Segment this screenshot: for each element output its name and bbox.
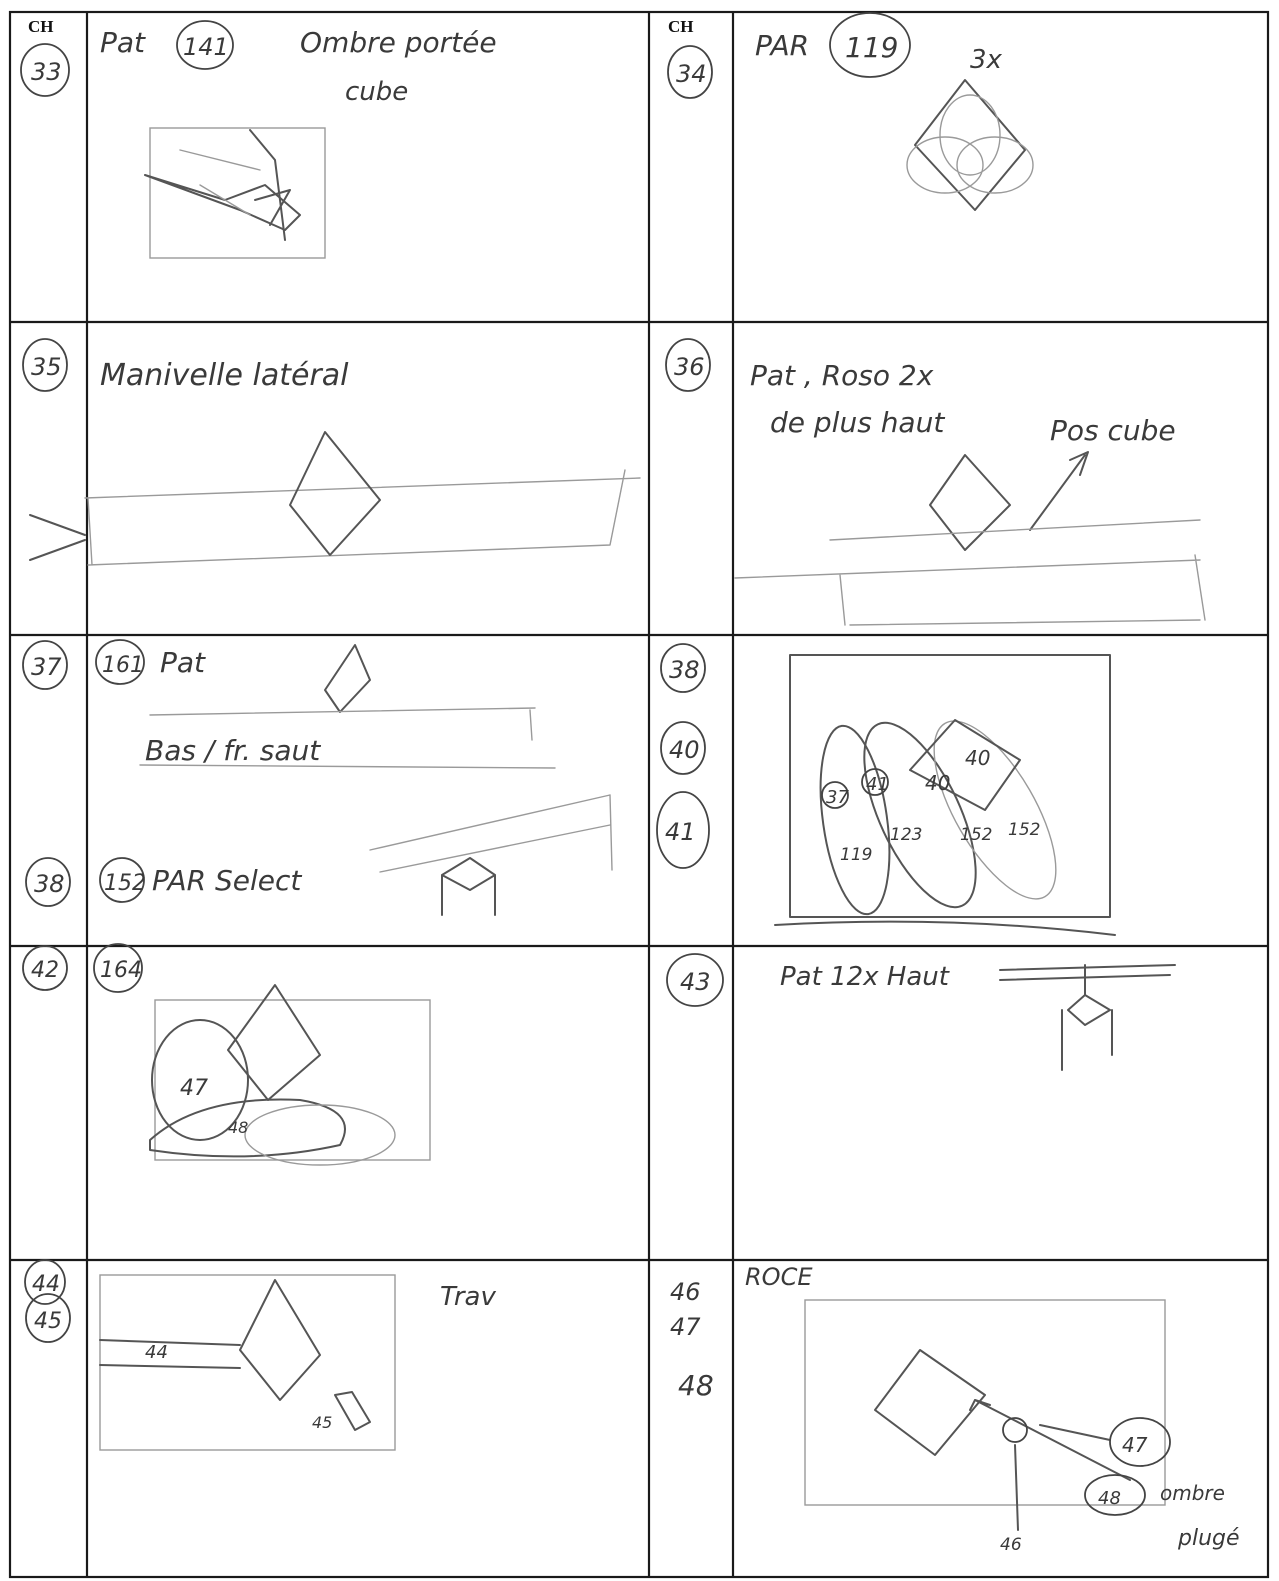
- sketch-label: 119: [840, 845, 872, 865]
- ch-number: 38: [34, 870, 65, 898]
- sketch-label: ombre: [1160, 1481, 1225, 1505]
- cell-37: 37 161 Pat Bas / fr. saut: [23, 640, 555, 768]
- note-text: Bas / fr. saut: [145, 734, 321, 767]
- cell-34: 34 PAR 119 3x: [668, 13, 1033, 210]
- sketch-label: 40: [925, 771, 950, 795]
- ch-number: 43: [680, 968, 711, 996]
- sketch-label: 40: [965, 746, 990, 770]
- sketch-cube: [735, 452, 1205, 625]
- sketch-fixture: [1000, 965, 1175, 1070]
- sketch-label: plugé: [1177, 1526, 1240, 1551]
- note-text: Pat , Roso 2x: [750, 359, 934, 392]
- note-text: Trav: [440, 1282, 496, 1312]
- note-number: 152: [104, 871, 146, 896]
- note-number: 161: [102, 653, 144, 678]
- note-text: Pat: [100, 26, 146, 59]
- sketch-label: 48: [1098, 1488, 1121, 1509]
- ch-header-right: CH: [668, 17, 694, 36]
- note-text: Ombre portée: [300, 26, 497, 59]
- note-text: 3x: [970, 45, 1003, 75]
- sketch-bar: [30, 432, 640, 565]
- note-text: cube: [345, 77, 408, 107]
- ch-number: 40: [669, 736, 700, 764]
- sketch-ellipses: 37 41 40 40 119 123 152 152: [775, 655, 1115, 935]
- sketch-label: 47: [180, 1076, 208, 1101]
- note-number: 141: [183, 33, 229, 61]
- sketch-label: 41: [866, 774, 889, 795]
- ch-number: 45: [34, 1309, 62, 1334]
- cell-33: 33 Pat 141 Ombre portée cube: [21, 21, 497, 258]
- sketch-label: 44: [145, 1342, 168, 1363]
- table-grid: [10, 12, 1268, 1577]
- sketch-spot: 47 48: [150, 985, 430, 1165]
- sketch-label: 152: [1008, 820, 1040, 840]
- cell-42: 42 164 47 48: [23, 944, 430, 1165]
- cell-44-45: 44 45 Trav 44 45: [25, 1260, 496, 1450]
- sketch-label: 46: [1000, 1535, 1022, 1555]
- sketch-diamond: [907, 80, 1033, 210]
- cell-36: 36 Pat , Roso 2x de plus haut Pos cube: [666, 339, 1205, 625]
- ch-number: 46: [670, 1278, 701, 1306]
- note-text: PAR: [755, 29, 809, 62]
- ch-number: 36: [674, 353, 705, 381]
- note-text: Pat 12x Haut: [780, 962, 950, 992]
- ch-header-left: CH: [28, 17, 54, 36]
- sketch-label: 48: [228, 1118, 248, 1137]
- sketch-label: 37: [826, 787, 849, 808]
- cell-38-right: 38 40 41 37 41 40 40 119 123 152 152: [657, 644, 1115, 935]
- cell-43: 43 Pat 12x Haut: [667, 954, 1175, 1070]
- ch-number: 41: [665, 818, 696, 846]
- cell-46-48: 46 47 48 ROCE 47 48 ombre plugé 46: [670, 1263, 1240, 1555]
- note-text: Manivelle latéral: [100, 358, 349, 393]
- note-text: Pos cube: [1050, 414, 1176, 447]
- ch-number: 38: [669, 656, 700, 684]
- sketch-label: 47: [1122, 1433, 1148, 1457]
- ch-number: 35: [31, 353, 62, 381]
- ch-number: 42: [31, 958, 59, 983]
- note-text: de plus haut: [770, 406, 945, 439]
- ch-number: 34: [676, 60, 707, 88]
- sketch-label: 45: [312, 1413, 332, 1432]
- sketch-stand: [370, 795, 612, 915]
- cell-35: 35 Manivelle latéral: [23, 339, 640, 565]
- sketch-label: 152: [960, 825, 992, 845]
- note-text: PAR Select: [152, 864, 302, 897]
- note-number: 119: [845, 31, 898, 64]
- note-number: 164: [100, 958, 142, 983]
- sketch-label: 123: [890, 825, 922, 845]
- sketch-box: [145, 128, 325, 258]
- ch-number: 37: [31, 653, 62, 681]
- cell-38-left: 38 152 PAR Select: [26, 795, 612, 915]
- note-text: ROCE: [745, 1263, 813, 1291]
- sketch-trav: 44 45: [100, 1275, 395, 1450]
- ch-number: 33: [31, 58, 62, 86]
- ch-number: 47: [670, 1313, 701, 1341]
- ch-number: 48: [678, 1369, 714, 1402]
- note-text: Pat: [160, 646, 206, 679]
- sketch-roce: 47 48 ombre plugé 46: [805, 1300, 1240, 1555]
